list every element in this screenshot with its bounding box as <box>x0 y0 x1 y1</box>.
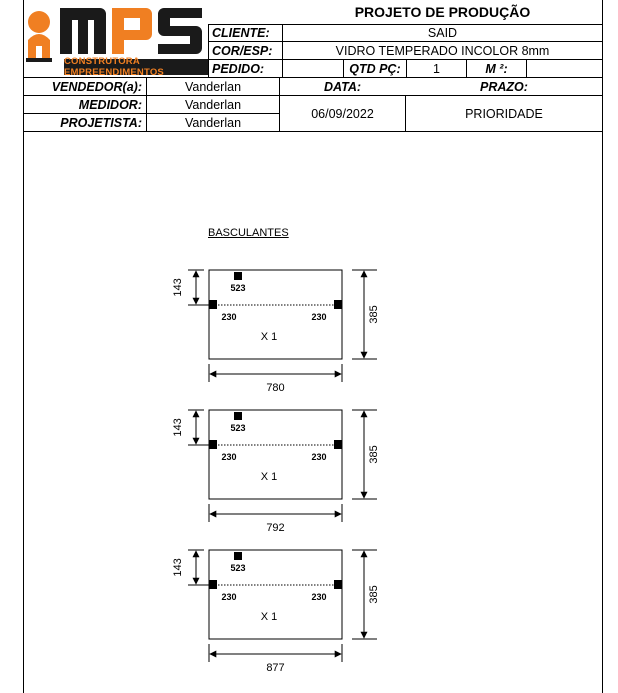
hinge-right-label: 230 <box>311 312 326 322</box>
vendedor-value: Vanderlan <box>184 79 242 94</box>
data-label: DATA: <box>323 79 362 94</box>
section-title: BASCULANTES <box>208 227 289 239</box>
hinge-top-marker <box>234 552 242 560</box>
width-label: 792 <box>266 522 284 534</box>
cor-value: VIDRO TEMPERADO INCOLOR 8mm <box>335 43 550 58</box>
hinge-top-marker <box>234 272 242 280</box>
hinge-left-label: 230 <box>221 452 236 462</box>
height-label: 385 <box>368 585 380 603</box>
hinge-top-label: 523 <box>230 423 245 433</box>
qtd-label: QTD PÇ: <box>349 61 401 76</box>
hinge-top-marker <box>234 412 242 420</box>
hinge-top-label: 523 <box>230 283 245 293</box>
frame-left <box>23 0 24 693</box>
panel-drawing-2: 523 230 230 X 1 385 143 792 <box>172 409 380 534</box>
company-logo: CONSTRUTORA EMPREENDIMENTOS <box>24 0 208 78</box>
prazo-value: PRIORIDADE <box>465 106 543 121</box>
quantity-label: X 1 <box>261 471 278 483</box>
vendedor-label: VENDEDOR(a): <box>51 79 142 94</box>
cor-label: COR/ESP: <box>212 43 273 58</box>
cliente-label: CLIENTE: <box>212 26 270 40</box>
pedido-label: PEDIDO: <box>212 61 265 76</box>
offset-label: 143 <box>172 418 184 436</box>
m2-label: M ²: <box>485 61 508 76</box>
hinge-right-label: 230 <box>311 592 326 602</box>
hinge-left-label: 230 <box>221 312 236 322</box>
hinge-top-label: 523 <box>230 563 245 573</box>
projetista-label: PROJETISTA: <box>60 115 142 130</box>
page-title: PROJETO DE PRODUÇÃO <box>354 4 531 20</box>
height-label: 385 <box>368 305 380 323</box>
hinge-right-marker <box>334 580 342 589</box>
data-value: 06/09/2022 <box>311 106 374 121</box>
qtd-value: 1 <box>433 61 440 76</box>
hinge-right-label: 230 <box>311 452 326 462</box>
glass-panel <box>208 549 343 640</box>
width-label: 780 <box>266 382 284 394</box>
frame-right <box>602 0 603 693</box>
projetista-value: Vanderlan <box>184 115 242 130</box>
panel-drawing-3: 523 230 230 X 1 385 143 877 <box>172 549 380 674</box>
quantity-label: X 1 <box>261 331 278 343</box>
logo-tagline: CONSTRUTORA EMPREENDIMENTOS <box>64 56 208 78</box>
panel-drawing-1: 523 230 230 X 1 385 143 780 <box>172 269 380 394</box>
offset-label: 143 <box>172 278 184 296</box>
cliente-value: SAID <box>427 26 458 40</box>
glass-panel <box>208 269 343 360</box>
hinge-left-marker <box>209 580 217 589</box>
height-label: 385 <box>368 445 380 463</box>
quantity-label: X 1 <box>261 611 278 623</box>
hinge-right-marker <box>334 300 342 309</box>
medidor-value: Vanderlan <box>184 97 242 112</box>
hinge-right-marker <box>334 440 342 449</box>
hinge-left-label: 230 <box>221 592 236 602</box>
prazo-label: PRAZO: <box>480 79 528 94</box>
medidor-label: MEDIDOR: <box>78 97 142 112</box>
width-label: 877 <box>266 662 284 674</box>
hinge-left-marker <box>209 300 217 309</box>
glass-panel <box>208 409 343 500</box>
hinge-left-marker <box>209 440 217 449</box>
offset-label: 143 <box>172 558 184 576</box>
